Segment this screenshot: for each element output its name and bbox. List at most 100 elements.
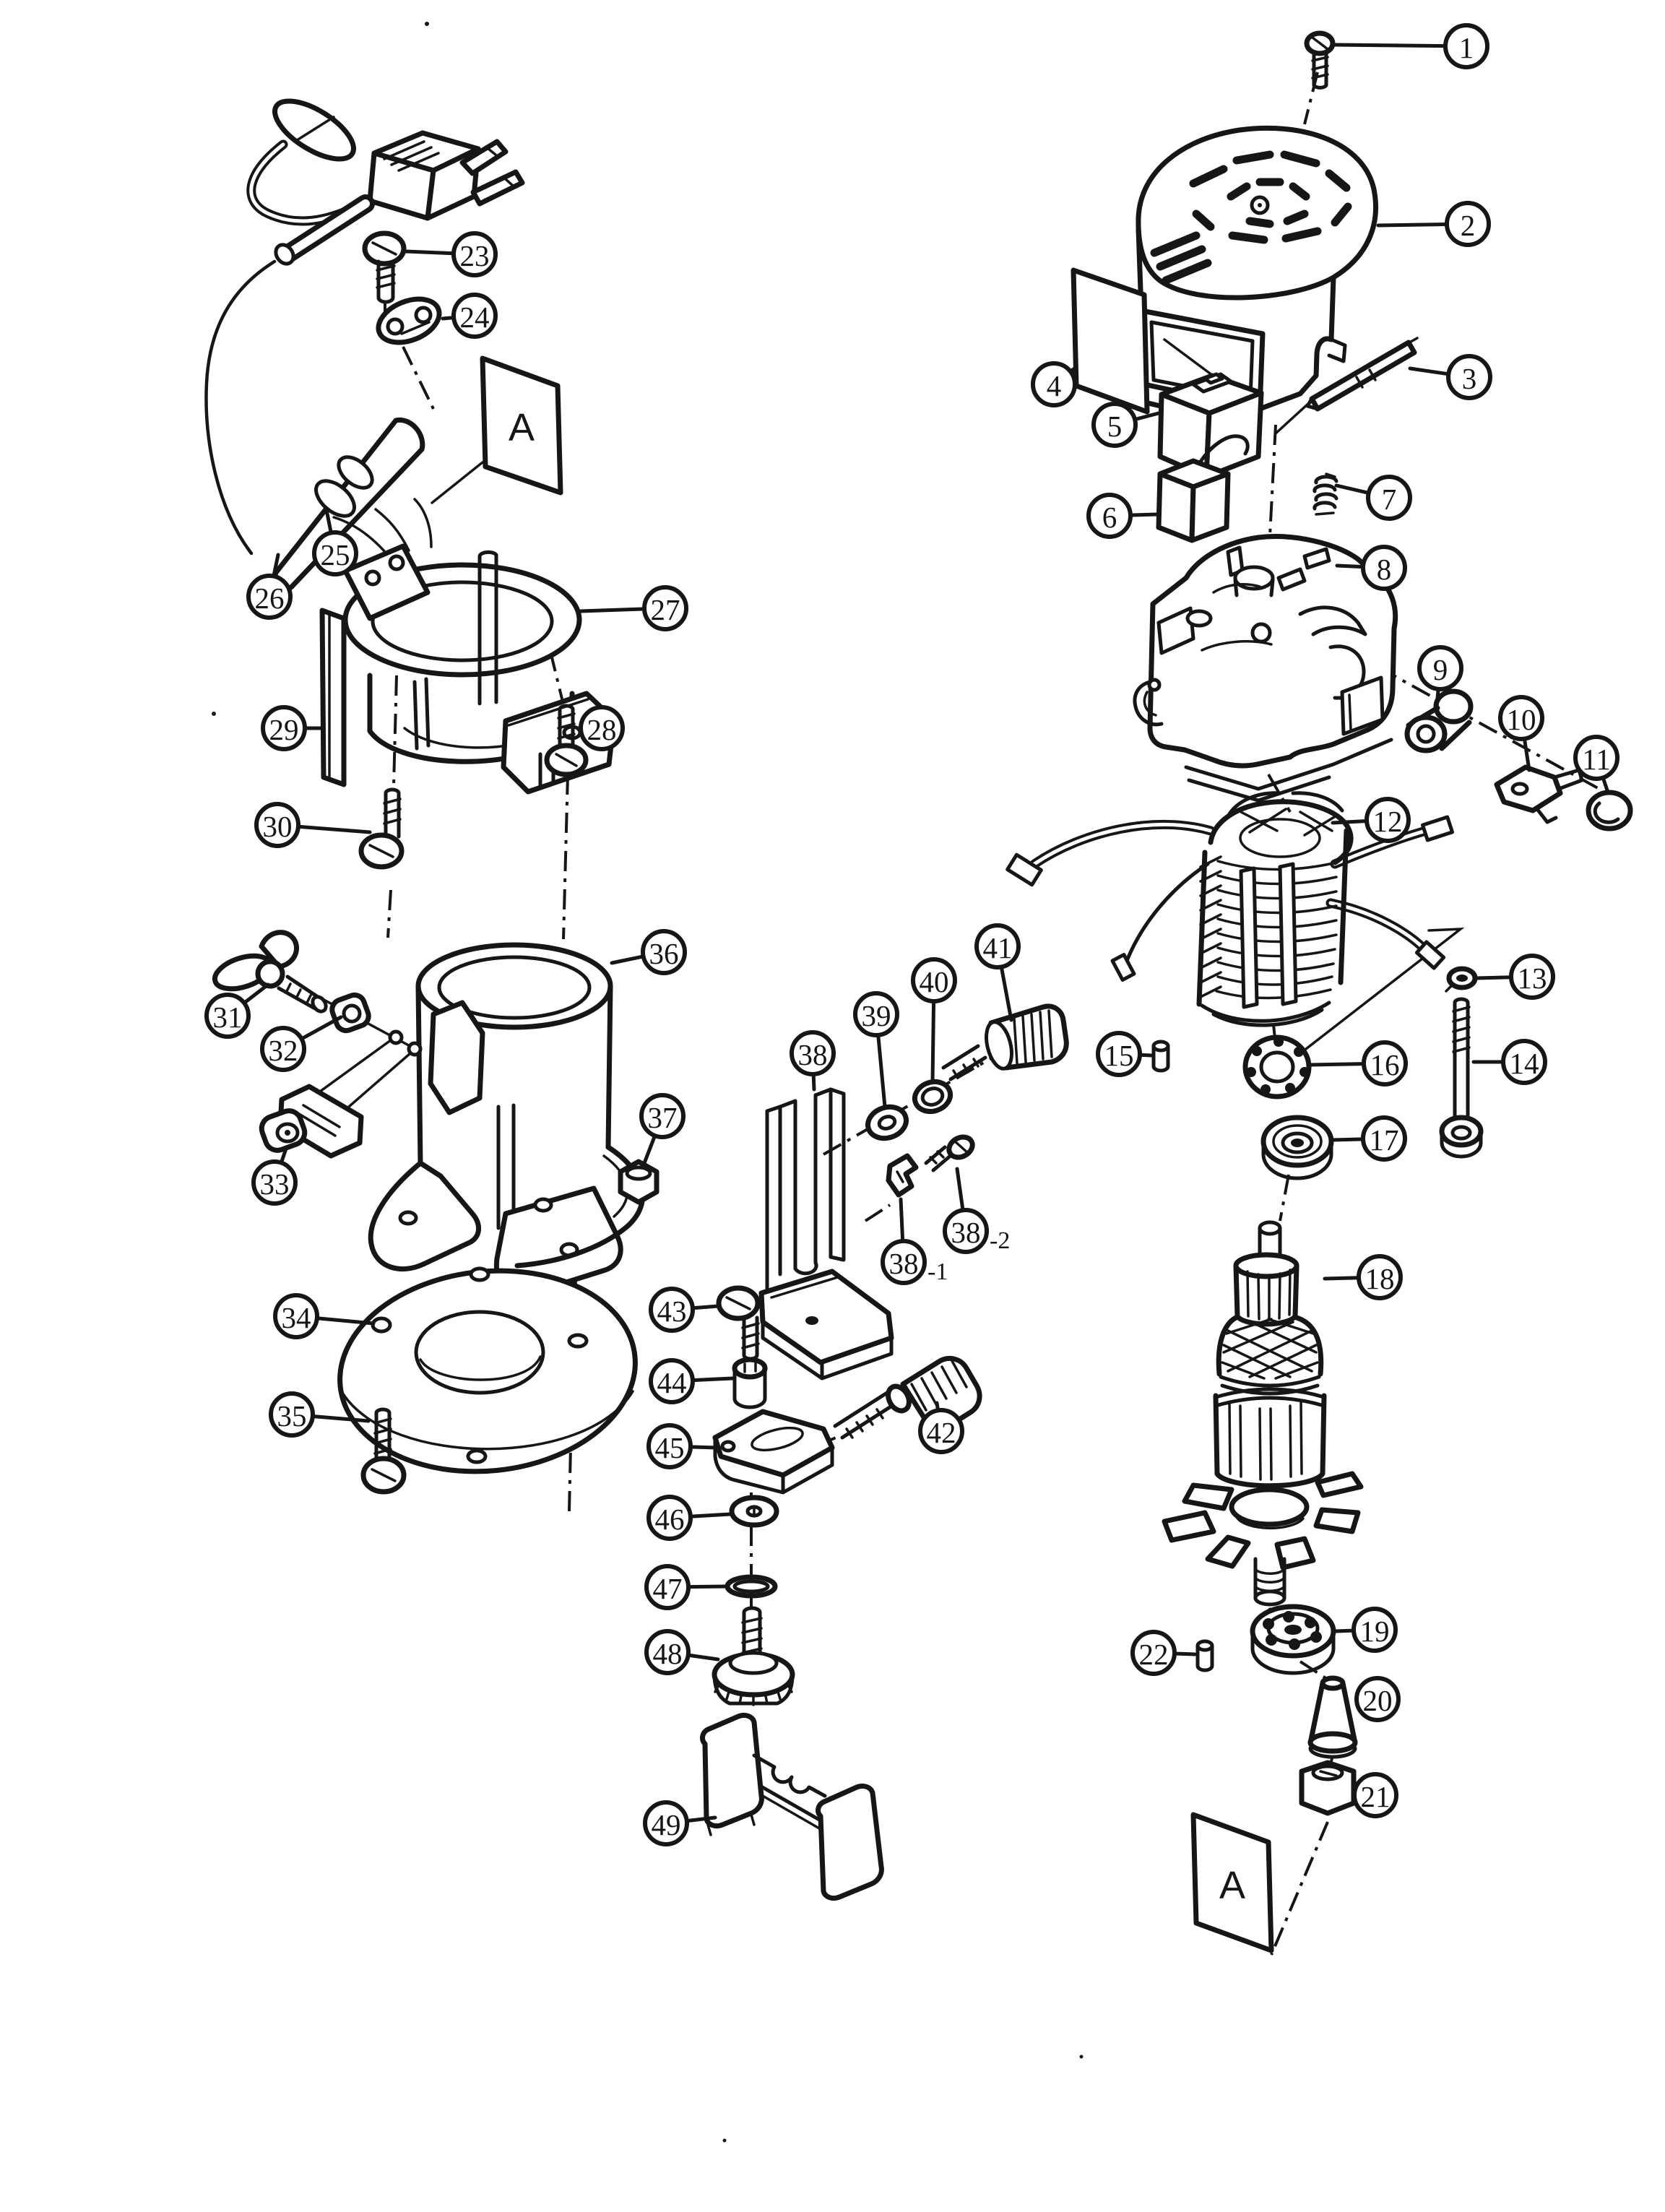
callout-number-47: 47 (653, 1572, 683, 1605)
callout-circle-22 (1130, 1630, 1177, 1676)
leader-line-25 (324, 508, 333, 535)
collet-nut-21 (1299, 1760, 1357, 1816)
nameplate-4 (1071, 267, 1150, 415)
leader-line-43 (691, 1304, 720, 1310)
callout-circle-40 (911, 957, 957, 1003)
callout-circle-2 (1445, 201, 1491, 247)
screw-28 (544, 704, 589, 777)
callout-number-23: 23 (460, 239, 490, 272)
callout-18: 18 (1323, 1254, 1403, 1300)
callout-15: 15 (1096, 1031, 1154, 1077)
scan-artifact-dots (212, 22, 1084, 2143)
callout-circle-29 (261, 705, 307, 751)
clamp-knob-48 (712, 1606, 795, 1706)
callout-41: 41 (974, 923, 1021, 1022)
callout-number-41: 41 (983, 931, 1013, 964)
through-bolt-14 (1439, 997, 1484, 1159)
callout-number-34: 34 (282, 1301, 311, 1334)
callout-number-48: 48 (653, 1637, 683, 1670)
leader-line-13 (1474, 975, 1513, 980)
callout-36: 36 (610, 929, 687, 975)
leader-line-38-2 (955, 1167, 965, 1212)
callout-number-9: 9 (1433, 653, 1448, 686)
callout-46: 46 (646, 1495, 732, 1541)
leader-line-19 (1333, 1628, 1356, 1633)
callout-number-12: 12 (1373, 805, 1403, 838)
callout-circle-34 (273, 1293, 319, 1339)
callout-number-6: 6 (1102, 501, 1117, 534)
callout-number-25: 25 (321, 538, 350, 571)
callout-number-3: 3 (1462, 362, 1477, 395)
callout-38-2: 38-2 (943, 1167, 1010, 1254)
power-cord-and-plug (204, 98, 525, 556)
callout-circle-3 (1446, 354, 1492, 400)
callout-circle-20 (1354, 1676, 1401, 1722)
callout-circle-13 (1509, 954, 1555, 1000)
callout-circle-49 (643, 1800, 689, 1846)
callout-number-29: 29 (269, 713, 299, 746)
callout-circle-12 (1365, 797, 1411, 843)
brush-cap-11 (1586, 790, 1633, 831)
callout-number-38-1: 38 (889, 1247, 919, 1280)
leader-line-33 (279, 1146, 288, 1165)
callout-number-37: 37 (648, 1101, 678, 1134)
leader-line-40 (930, 999, 936, 1084)
callout-13: 13 (1474, 954, 1555, 1000)
callout-35: 35 (269, 1391, 371, 1438)
callout-number-40: 40 (920, 965, 949, 998)
callout-number-10: 10 (1507, 703, 1536, 736)
callout-number-20: 20 (1363, 1684, 1393, 1717)
callout-33: 33 (251, 1146, 298, 1206)
callout-circle-31 (204, 993, 251, 1039)
callout-number-36: 36 (649, 937, 679, 970)
callout-number-35: 35 (277, 1399, 307, 1433)
callout-number-18: 18 (1365, 1262, 1395, 1295)
callout-number-43: 43 (657, 1295, 687, 1328)
leader-line-11 (1601, 776, 1610, 795)
callout-8: 8 (1335, 545, 1407, 591)
armature-18 (1162, 1220, 1364, 1607)
callout-14: 14 (1471, 1039, 1547, 1085)
callout-25: 25 (312, 508, 358, 576)
wrench-49 (700, 1712, 884, 1901)
callout-circle-14 (1501, 1039, 1547, 1085)
leader-line-37 (642, 1133, 657, 1165)
callout-2: 2 (1376, 201, 1491, 247)
guide-bracket-38 (758, 1087, 894, 1381)
callout-17: 17 (1331, 1115, 1407, 1162)
callout-number-13: 13 (1518, 962, 1547, 995)
nut-37 (618, 1159, 659, 1205)
wing-bolt-31 (212, 930, 328, 1014)
callout-circle-21 (1352, 1772, 1398, 1818)
callout-number-2: 2 (1461, 209, 1476, 242)
callout-circle-33 (251, 1159, 298, 1206)
callout-number-15: 15 (1104, 1039, 1134, 1072)
callout-circle-18 (1357, 1254, 1403, 1300)
callout-circle-7 (1366, 475, 1412, 521)
callout-10: 10 (1498, 695, 1544, 772)
screw-30 (358, 787, 405, 870)
callout-number-5: 5 (1107, 410, 1123, 443)
callout-circle-46 (646, 1495, 693, 1541)
leader-line-27 (579, 607, 646, 613)
callout-32: 32 (260, 1015, 343, 1072)
callout-circle-5 (1091, 402, 1138, 448)
callout-circle-43 (649, 1287, 695, 1333)
pin-15 (1151, 1040, 1170, 1073)
callout-number-31: 31 (213, 1001, 243, 1034)
callout-suffix-38-1: -1 (927, 1258, 948, 1285)
callout-circle-28 (579, 705, 625, 751)
callout-38-1: 38 -1 (881, 1197, 948, 1285)
callout-circle-30 (254, 802, 300, 848)
callout-7: 7 (1334, 475, 1412, 521)
leader-line-41 (999, 965, 1013, 1022)
callout-number-24: 24 (460, 301, 490, 334)
leader-line-34 (315, 1316, 376, 1326)
callout-number-38: 38 (798, 1038, 828, 1071)
leader-line-46 (688, 1512, 732, 1518)
callout-circle-24 (451, 293, 498, 339)
callout-circle-6 (1086, 493, 1133, 539)
leader-line-1 (1331, 43, 1448, 48)
leader-line-31 (242, 982, 270, 1005)
